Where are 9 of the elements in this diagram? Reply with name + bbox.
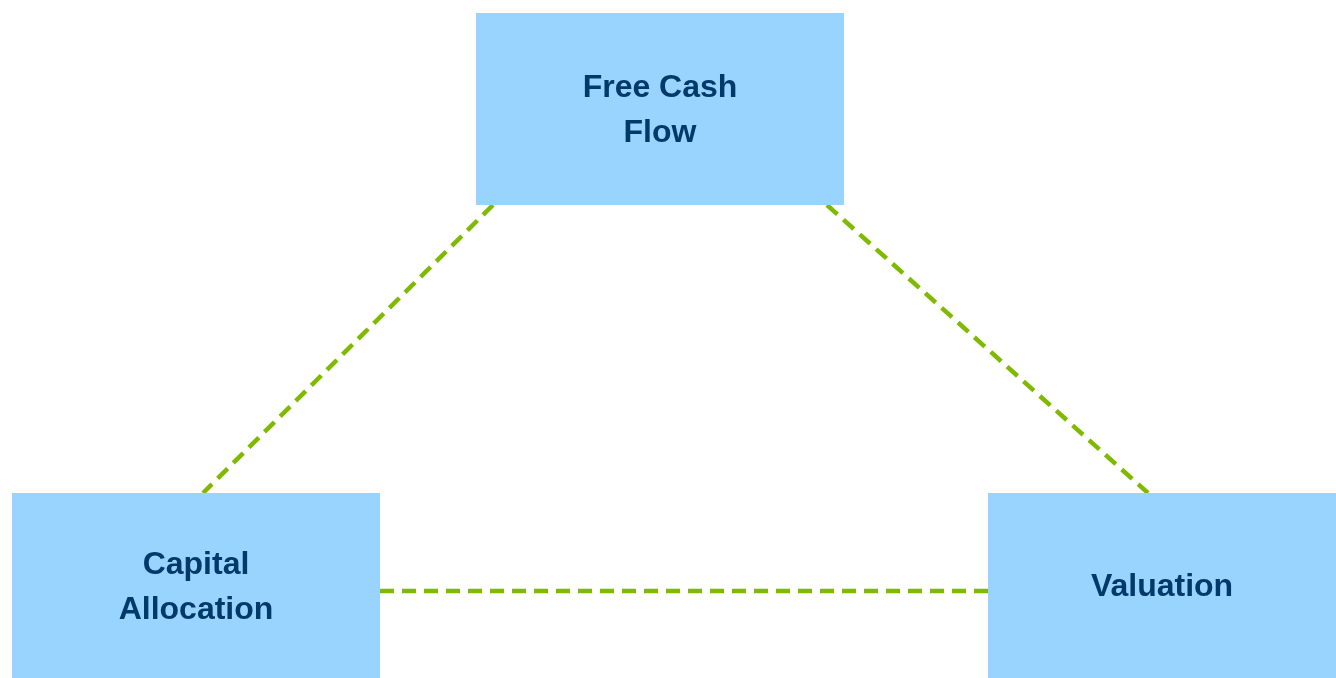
box-label: Capital Allocation (117, 543, 275, 628)
dashed-connector (201, 203, 495, 495)
dashed-connector (825, 203, 1150, 495)
dashed-connector (380, 588, 988, 594)
box-label: Valuation (1090, 566, 1234, 606)
concept-box (476, 13, 844, 205)
concept-box (12, 493, 380, 678)
concept-box (988, 493, 1336, 678)
box-label: Free Cash Flow (581, 67, 739, 151)
